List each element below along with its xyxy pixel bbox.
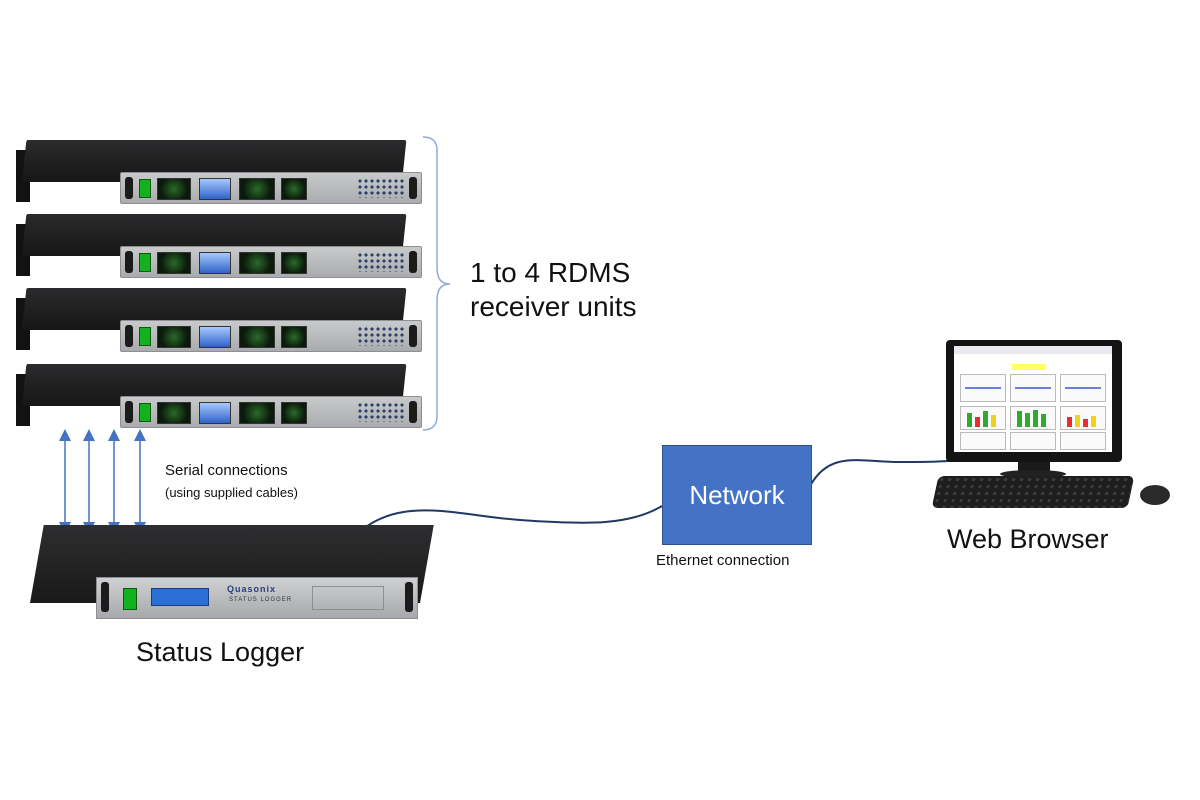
receivers-label: 1 to 4 RDMS receiver units xyxy=(470,256,637,323)
status-logger-device: Quasonix STATUS LOGGER xyxy=(30,525,434,630)
rack-handle xyxy=(409,325,417,347)
level-bar xyxy=(1075,415,1080,427)
level-bar xyxy=(1017,411,1022,427)
power-switch xyxy=(139,179,151,198)
rack-front-panel xyxy=(120,320,422,352)
rdms-receiver-unit-4 xyxy=(16,364,422,428)
rack-front-panel xyxy=(120,172,422,204)
browser-screen xyxy=(954,346,1112,452)
rack-handle xyxy=(125,177,133,199)
level-bar xyxy=(1033,410,1038,427)
power-switch xyxy=(139,253,151,272)
level-bar xyxy=(1025,413,1030,427)
dashboard-panel xyxy=(1060,432,1106,450)
rdms-receiver-unit-3 xyxy=(16,288,422,352)
dashboard-title-highlight xyxy=(1012,364,1046,370)
rack-handle xyxy=(405,582,413,612)
level-bar xyxy=(975,417,980,427)
rack-handle xyxy=(409,401,417,423)
status-display xyxy=(199,402,231,424)
rack-front-panel xyxy=(120,396,422,428)
spectrum-display xyxy=(239,402,275,424)
logger-lcd xyxy=(151,588,209,606)
browser-toolbar xyxy=(954,346,1112,354)
serial-label-line2: (using supplied cables) xyxy=(165,485,298,500)
dashboard-panel xyxy=(960,374,1006,402)
ethernet-cable xyxy=(343,505,663,549)
rack-handle xyxy=(101,582,109,612)
status-logger-label: Status Logger xyxy=(136,637,305,667)
level-bar xyxy=(1083,419,1088,427)
rack-handle xyxy=(409,251,417,273)
waveform-trace xyxy=(965,387,1001,389)
rack-handle xyxy=(409,177,417,199)
power-switch xyxy=(139,403,151,422)
receiver-group-bracket xyxy=(422,136,451,431)
spectrum-display xyxy=(157,178,191,200)
status-display xyxy=(199,252,231,274)
readout-display xyxy=(281,326,307,348)
spectrum-display xyxy=(239,326,275,348)
spectrum-display xyxy=(239,178,275,200)
spectrum-display xyxy=(157,252,191,274)
level-bar xyxy=(1067,417,1072,427)
dashboard-panel xyxy=(1060,374,1106,402)
status-display xyxy=(199,178,231,200)
dashboard-panel xyxy=(1060,406,1106,430)
dashboard-panel xyxy=(1010,432,1056,450)
keypad xyxy=(357,402,405,422)
mouse xyxy=(1140,485,1170,505)
receivers-label-line2: receiver units xyxy=(470,290,637,322)
logger-logo: Quasonix xyxy=(227,584,277,594)
waveform-trace xyxy=(1065,387,1101,389)
serial-label-line1: Serial connections xyxy=(165,462,288,479)
power-switch xyxy=(123,588,137,610)
web-browser-label: Web Browser xyxy=(947,524,1109,554)
status-display xyxy=(199,326,231,348)
power-switch xyxy=(139,327,151,346)
keypad xyxy=(357,178,405,198)
rack-handle xyxy=(125,325,133,347)
dashboard-panel xyxy=(960,406,1006,430)
dashboard-panel xyxy=(1010,406,1056,430)
rdms-receiver-unit-2 xyxy=(16,214,422,278)
receivers-label-line1: 1 to 4 RDMS xyxy=(470,257,631,288)
ethernet-connection-label: Ethernet connection xyxy=(656,552,790,569)
level-bar xyxy=(983,411,988,427)
level-bar xyxy=(1091,416,1096,427)
readout-display xyxy=(281,178,307,200)
waveform-trace xyxy=(1015,387,1051,389)
logger-device-name: STATUS LOGGER xyxy=(229,597,293,603)
spectrum-display xyxy=(157,402,191,424)
level-bar xyxy=(967,413,972,427)
rack-handle xyxy=(125,401,133,423)
dashboard-panel xyxy=(1010,374,1056,402)
network-node: Network xyxy=(662,445,812,545)
keyboard xyxy=(931,476,1135,508)
rdms-receiver-unit-1 xyxy=(16,140,422,204)
monitor-base xyxy=(1000,470,1066,478)
monitor xyxy=(946,340,1122,462)
rack-front-panel xyxy=(120,246,422,278)
readout-display xyxy=(281,252,307,274)
rack-handle xyxy=(125,251,133,273)
level-bar xyxy=(1041,414,1046,427)
front-slot xyxy=(312,586,384,610)
dashboard-panel xyxy=(960,432,1006,450)
readout-display xyxy=(281,402,307,424)
level-bar xyxy=(991,415,996,427)
network-label: Network xyxy=(689,479,785,510)
logger-front-panel: Quasonix STATUS LOGGER xyxy=(96,577,418,619)
keypad xyxy=(357,326,405,346)
keypad xyxy=(357,252,405,272)
spectrum-display xyxy=(239,252,275,274)
spectrum-display xyxy=(157,326,191,348)
